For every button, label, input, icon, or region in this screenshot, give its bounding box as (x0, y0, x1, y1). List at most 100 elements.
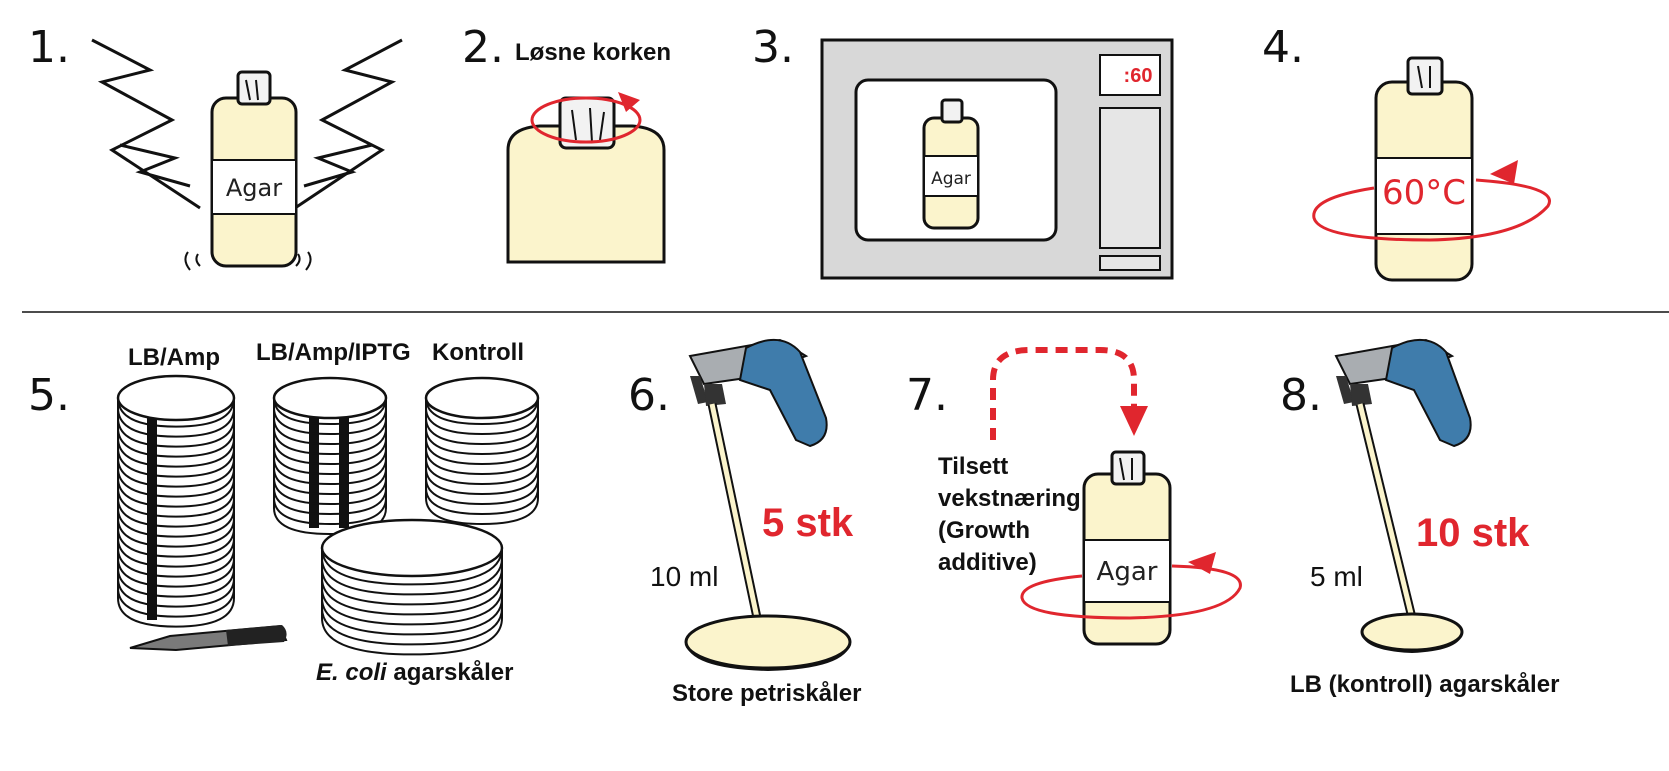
plate-edge (425, 497, 539, 526)
plate-edge (117, 577, 235, 608)
plate-edge (117, 447, 235, 478)
plate-top (424, 376, 540, 420)
microwave-display (1099, 54, 1161, 96)
plate-top (320, 518, 504, 578)
add-additive-dashed-arrow-icon (990, 347, 1137, 440)
ecoli-caption-rest: agarskåler (387, 659, 514, 686)
plate-edge (117, 457, 235, 488)
step-7-number: 7. (906, 370, 948, 421)
plate-edge (425, 417, 539, 446)
ecoli-italic: E. coli (316, 659, 388, 686)
plate-edge (117, 557, 235, 588)
agar-bottle-icon: Agar (210, 70, 298, 268)
large-petri-caption: Store petriskåler (672, 680, 861, 707)
swirl-arrowhead-icon (1490, 160, 1518, 184)
step-7-swirl-arrowhead-icon (1188, 552, 1216, 574)
step-8-volume: 5 ml (1310, 561, 1363, 592)
plate-edge (117, 567, 235, 598)
agar-bottle-in-microwave-icon: Agar (922, 98, 980, 230)
plate-edge (425, 467, 539, 496)
plate-edge (321, 607, 503, 646)
plate-edge (117, 497, 235, 528)
microwave-timer: :60 (1124, 65, 1153, 87)
step-2-panel: 2. Løsne korken (462, 22, 671, 264)
additive-line-2: vekstnæring (938, 485, 1081, 512)
shake-lines-right-icon (294, 38, 403, 210)
plate-stack-lb-amp-iptg-icon (272, 376, 388, 536)
plate-edge (117, 397, 235, 428)
step-8-number: 8. (1280, 370, 1322, 421)
plate-edge (273, 437, 387, 466)
plate-edge (425, 437, 539, 466)
stack-label-lb-amp: LB/Amp (128, 344, 220, 371)
additive-line-1: Tilsett (938, 453, 1008, 480)
step-6-panel: 6. 10 ml 5 stk Store petriskåler (628, 338, 861, 707)
additive-line-3: (Growth (938, 517, 1030, 544)
plate-edge (273, 477, 387, 506)
agar-bottle-step7-icon: Agar (1020, 450, 1242, 646)
plate-edge (117, 517, 235, 548)
petri-dish-large-icon (684, 614, 852, 672)
plate-edge (117, 597, 235, 628)
pipette-pump-icon (688, 338, 828, 633)
plate-edge (425, 397, 539, 426)
step-6-number: 6. (628, 370, 670, 421)
plate-edge (425, 457, 539, 486)
plate-edge (273, 457, 387, 486)
stack-label-kontroll: Kontroll (432, 339, 524, 366)
plate-edge (273, 417, 387, 446)
plate-edge (321, 597, 503, 636)
plate-edge (117, 437, 235, 468)
plate-edge (117, 427, 235, 458)
plate-edge (425, 447, 539, 476)
rotate-arrowhead-icon (618, 92, 640, 112)
plate-edge (273, 427, 387, 456)
agar-bottle-label: Agar (226, 174, 282, 202)
bottle-top-closeup-icon (506, 92, 666, 264)
step-8-panel: 8. 5 ml 10 stk LB (kontroll) agarskåler (1280, 338, 1559, 698)
step-1-panel: 1. Agar (28, 22, 403, 271)
agar-bottle-cooling-icon: 60°C (1312, 56, 1551, 282)
step-5-panel: 5. LB/Amp LB/Amp/IPTG Kontroll E. coli a… (28, 339, 540, 686)
plate-edge (273, 397, 387, 426)
control-plates-caption: LB (kontroll) agarskåler (1290, 671, 1559, 698)
plate-stack-ecoli-icon (320, 518, 504, 656)
plate-stack-lb-amp-icon (116, 374, 236, 628)
plate-edge (273, 407, 387, 436)
additive-line-4: additive) (938, 549, 1037, 576)
plate-edge (321, 547, 503, 586)
plate-edge (117, 537, 235, 568)
plate-edge (273, 497, 387, 526)
step-3-panel: 3. :60 Agar (752, 22, 1174, 280)
plate-top (272, 376, 388, 420)
plate-edge (273, 487, 387, 516)
step-3-number: 3. (752, 22, 794, 73)
plate-edge (117, 527, 235, 558)
step-2-number: 2. (462, 22, 504, 73)
plate-edge (425, 427, 539, 456)
microwave-bottle-label: Agar (931, 169, 971, 189)
plate-edge (321, 617, 503, 656)
dashed-arrowhead-icon (1120, 406, 1148, 436)
plate-edge (117, 487, 235, 518)
plate-edge (425, 407, 539, 436)
marker-stripe (339, 410, 349, 528)
plate-edge (321, 557, 503, 596)
step-6-volume: 10 ml (650, 561, 718, 592)
shake-lines-right-2-icon (303, 143, 373, 188)
plate-edge (425, 487, 539, 516)
plate-edge (321, 587, 503, 626)
plate-edge (117, 467, 235, 498)
step-5-number: 5. (28, 370, 70, 421)
step-8-count: 10 stk (1416, 511, 1530, 555)
plate-edge (321, 577, 503, 616)
plate-edge (117, 587, 235, 618)
marker-pen-icon (129, 624, 288, 652)
plate-edge (117, 407, 235, 438)
step-7-bottle-label: Agar (1097, 557, 1158, 587)
loosen-cap-caption: Løsne korken (515, 39, 671, 66)
plate-edge (117, 507, 235, 538)
plate-top (116, 374, 236, 422)
shake-lines-left-2-icon (119, 143, 191, 188)
